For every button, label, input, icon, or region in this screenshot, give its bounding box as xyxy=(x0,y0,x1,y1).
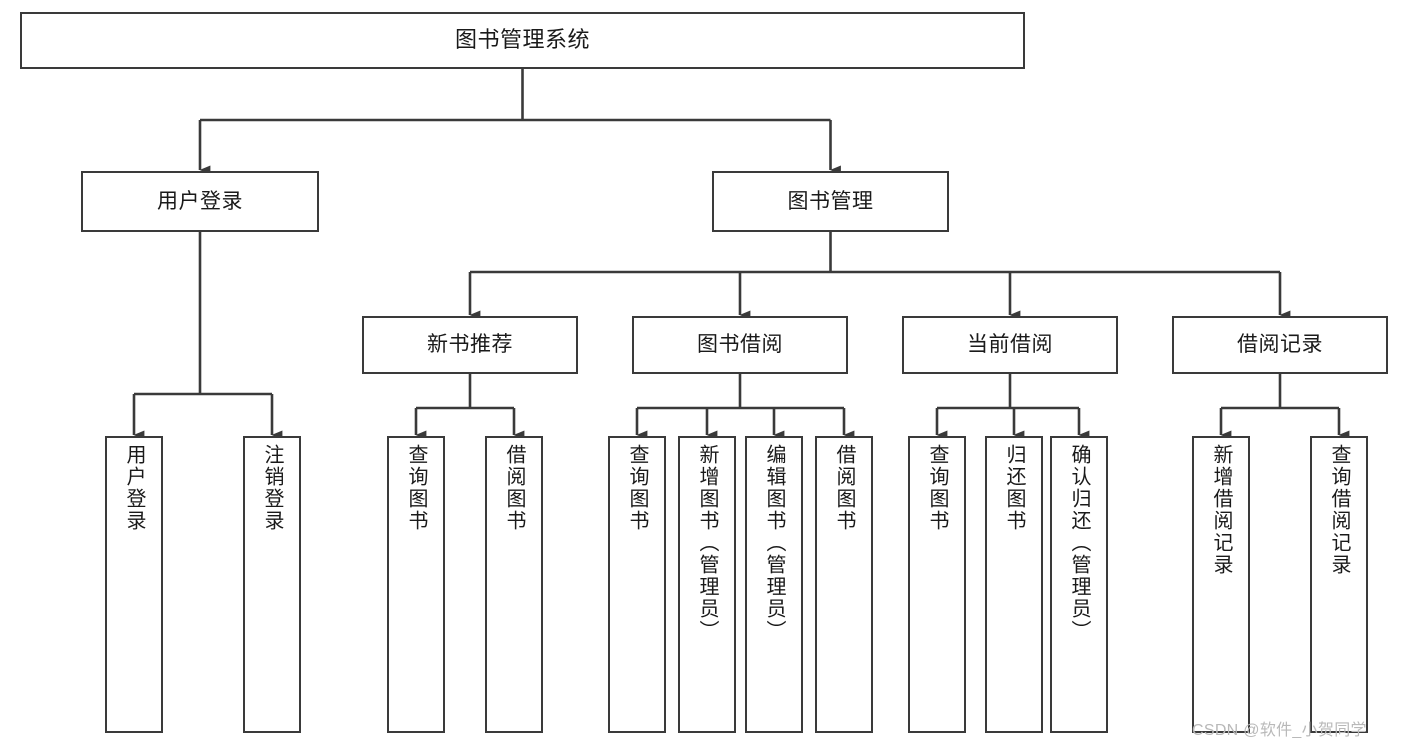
node-user-login[interactable]: 用户登录 xyxy=(81,171,319,232)
node-new-book-recommend[interactable]: 新书推荐 xyxy=(362,316,578,374)
node-book-borrow[interactable]: 图书借阅 xyxy=(632,316,848,374)
node-label-leaf-query-borrow-record: 查询借阅记录 xyxy=(1328,444,1350,576)
node-label-leaf-borrow-book-1: 借阅图书 xyxy=(503,444,525,532)
node-current-borrow[interactable]: 当前借阅 xyxy=(902,316,1118,374)
connector-lines xyxy=(132,69,1350,440)
node-label-borrow-record: 借阅记录 xyxy=(1237,333,1323,357)
node-leaf-user-logout[interactable]: 注销登录 xyxy=(243,436,301,733)
node-root[interactable]: 图书管理系统 xyxy=(20,12,1025,69)
node-label-current-borrow: 当前借阅 xyxy=(967,333,1053,357)
node-label-book-manage: 图书管理 xyxy=(787,189,874,213)
node-leaf-edit-book[interactable]: 编辑图书（管理员） xyxy=(745,436,803,733)
node-label-leaf-borrow-book-2: 借阅图书 xyxy=(833,444,855,532)
node-leaf-confirm-return[interactable]: 确认归还（管理员） xyxy=(1050,436,1108,733)
node-leaf-query-borrow-record[interactable]: 查询借阅记录 xyxy=(1310,436,1368,733)
node-label-leaf-query-book-2: 查询图书 xyxy=(626,444,648,532)
node-leaf-query-book-3[interactable]: 查询图书 xyxy=(908,436,966,733)
node-label-leaf-user-login: 用户登录 xyxy=(123,444,145,532)
node-label-leaf-query-book-1: 查询图书 xyxy=(405,444,427,532)
node-leaf-user-login[interactable]: 用户登录 xyxy=(105,436,163,733)
node-label-new-book-recommend: 新书推荐 xyxy=(427,333,513,357)
node-label-user-login: 用户登录 xyxy=(157,189,243,213)
node-label-leaf-confirm-return: 确认归还（管理员） xyxy=(1068,444,1090,642)
node-leaf-query-book-2[interactable]: 查询图书 xyxy=(608,436,666,733)
node-label-leaf-edit-book: 编辑图书（管理员） xyxy=(763,444,785,642)
node-label-leaf-query-book-3: 查询图书 xyxy=(926,444,948,532)
node-leaf-borrow-book-1[interactable]: 借阅图书 xyxy=(485,436,543,733)
node-leaf-query-book-1[interactable]: 查询图书 xyxy=(387,436,445,733)
node-label-leaf-return-book: 归还图书 xyxy=(1003,444,1025,532)
node-label-root: 图书管理系统 xyxy=(454,27,590,53)
node-book-manage[interactable]: 图书管理 xyxy=(712,171,949,232)
node-label-leaf-add-borrow-record: 新增借阅记录 xyxy=(1210,444,1232,576)
node-label-leaf-add-book: 新增图书（管理员） xyxy=(696,444,718,642)
node-leaf-add-book[interactable]: 新增图书（管理员） xyxy=(678,436,736,733)
node-borrow-record[interactable]: 借阅记录 xyxy=(1172,316,1388,374)
node-label-book-borrow: 图书借阅 xyxy=(697,333,783,357)
node-leaf-return-book[interactable]: 归还图书 xyxy=(985,436,1043,733)
node-leaf-add-borrow-record[interactable]: 新增借阅记录 xyxy=(1192,436,1250,733)
node-label-leaf-user-logout: 注销登录 xyxy=(261,444,283,532)
node-leaf-borrow-book-2[interactable]: 借阅图书 xyxy=(815,436,873,733)
